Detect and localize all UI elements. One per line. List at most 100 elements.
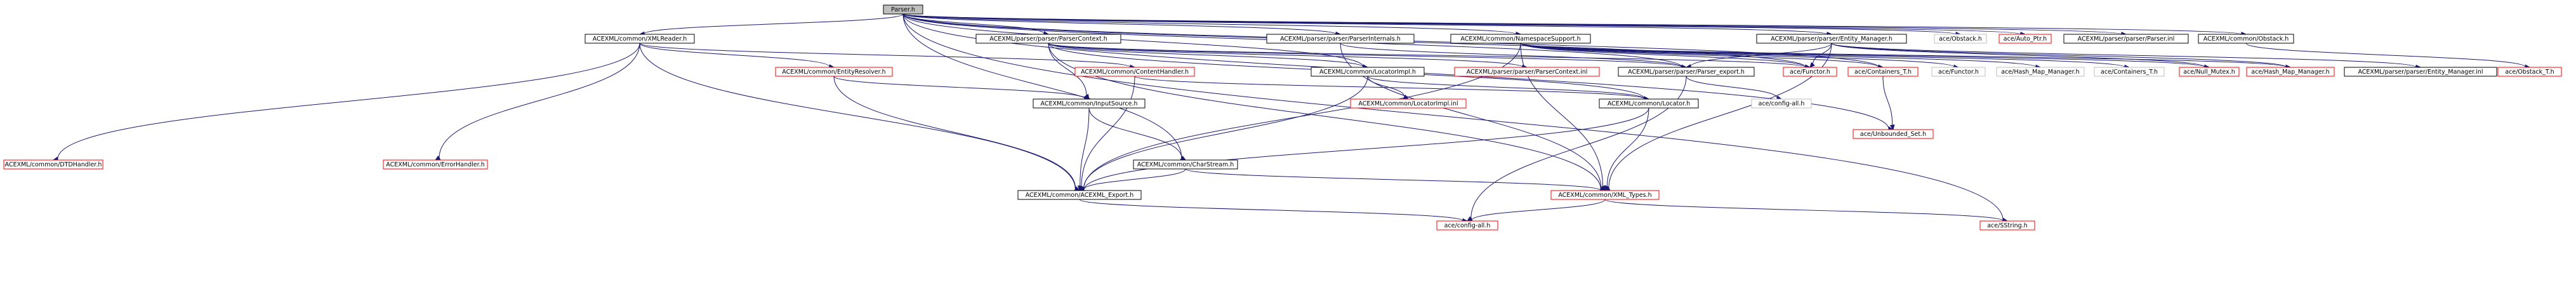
- node-label: ACEXML/common/ACEXML_Export.h: [1026, 192, 1134, 199]
- node-box: [1266, 34, 1415, 44]
- graph-node-locatorimpl-h[interactable]: ACEXML/common/LocatorImpl.h: [1311, 67, 1425, 77]
- graph-node-dtdhandler[interactable]: ACEXML/common/DTDHandler.h: [3, 159, 103, 170]
- node-label: ACEXML/parser/parser/Parser.inl: [2078, 36, 2175, 43]
- edge-layer: [52, 13, 2531, 224]
- graph-node-xmlreader[interactable]: ACEXML/common/XMLReader.h: [585, 34, 695, 44]
- edge-locatorimpl-h-to-acexml-export: [1078, 76, 1368, 191]
- node-box: [3, 159, 103, 170]
- node-label: ACEXML/common/EntityResolver.h: [782, 69, 885, 76]
- node-label: ACEXML/parser/parser/Parser_export.h: [1628, 69, 1745, 76]
- node-label: ace/Hash_Map_Manager.h: [2001, 69, 2079, 76]
- node-box: [1550, 190, 1660, 200]
- node-box: [975, 34, 1121, 44]
- edge-xmlreader-to-errorhandler: [434, 43, 640, 161]
- edge-xmlreader-to-entityresolver: [639, 43, 835, 70]
- graph-node-config-all-ext: ace/config-all.h: [1751, 98, 1812, 109]
- node-label: ace/config-all.h: [1444, 222, 1491, 229]
- node-label: ace/Null_Mutex.h: [2183, 69, 2235, 76]
- node-label: ace/SString.h: [1987, 222, 2028, 229]
- node-box: [1751, 98, 1812, 109]
- graph-node-contenthandler[interactable]: ACEXML/common/ContentHandler.h: [1074, 67, 1195, 77]
- graph-node-autoptr[interactable]: ace/Auto_Ptr.h: [1998, 34, 2052, 44]
- node-label: ACEXML/common/InputSource.h: [1040, 100, 1137, 107]
- graph-node-charstream[interactable]: ACEXML/common/CharStream.h: [1133, 159, 1238, 170]
- edge-entityresolver-to-acexml-export: [833, 76, 1081, 191]
- graph-node-config-all-h[interactable]: ace/config-all.h: [1436, 220, 1498, 231]
- graph-node-locator-h[interactable]: ACEXML/common/Locator.h: [1599, 98, 1699, 109]
- graph-node-unbounded-set[interactable]: ace/Unbounded_Set.h: [1853, 129, 1934, 139]
- graph-node-parsercontext[interactable]: ACEXML/parser/parser/ParserContext.h: [975, 34, 1121, 44]
- node-label: ace/Containers_T.h: [2101, 69, 2158, 76]
- node-box: [2246, 67, 2335, 77]
- edge-locator-h-to-xml-types: [1604, 107, 1649, 192]
- node-label: ACEXML/parser/parser/ParserContext.inl: [1467, 69, 1588, 76]
- node-box: [1996, 67, 2085, 77]
- graph-node-entityresolver[interactable]: ACEXML/common/EntityResolver.h: [775, 67, 893, 77]
- node-box: [1454, 67, 1600, 77]
- graph-node-parsercontext-inl[interactable]: ACEXML/parser/parser/ParserContext.inl: [1454, 67, 1600, 77]
- node-label: ace/Functor.h: [1938, 69, 1979, 76]
- graph-node-containers-ext: ace/Containers_T.h: [2094, 67, 2165, 77]
- graph-node-obstack-t[interactable]: ace/Obstack_T.h: [2497, 67, 2562, 77]
- edge-xmlreader-to-dtdhandler: [52, 43, 640, 162]
- edge-xmlreader-to-acexml-export: [639, 43, 1081, 192]
- node-label: ACEXML/parser/parser/Entity_Manager.h: [1771, 36, 1892, 43]
- graph-node-parser-h[interactable]: Parser.h: [883, 4, 923, 15]
- edge-parsercontext-to-parser-export: [1048, 43, 1688, 70]
- graph-node-hash-map-ext: ace/Hash_Map_Manager.h: [1996, 67, 2085, 77]
- edge-nssupport-to-xml-types: [1520, 43, 1606, 192]
- graph-node-xml-types[interactable]: ACEXML/common/XML_Types.h: [1550, 190, 1660, 200]
- node-box: [2063, 34, 2189, 44]
- node-box: [1017, 190, 1142, 200]
- graph-node-entitymgr-inl[interactable]: ACEXML/parser/parser/Entity_Manager.inl: [2344, 67, 2497, 77]
- node-box: [1618, 67, 1755, 77]
- edge-parsercontext-to-xml-types: [1048, 43, 1606, 192]
- graph-node-containers-t[interactable]: ace/Containers_T.h: [1847, 67, 1919, 77]
- graph-node-parser-export[interactable]: ACEXML/parser/parser/Parser_export.h: [1618, 67, 1755, 77]
- graph-node-parserinternals[interactable]: ACEXML/parser/parser/ParserInternals.h: [1266, 34, 1415, 44]
- node-label: ACEXML/common/XML_Types.h: [1558, 192, 1651, 199]
- node-label: ACEXML/parser/parser/Entity_Manager.inl: [2358, 69, 2483, 76]
- graph-node-nssupport[interactable]: ACEXML/common/NamespaceSupport.h: [1450, 34, 1591, 44]
- node-label: ACEXML/common/XMLReader.h: [593, 36, 687, 43]
- edge-parsercontext-to-inputsource: [1048, 43, 1090, 100]
- node-box: [383, 159, 488, 170]
- graph-node-entitymgr[interactable]: ACEXML/parser/parser/Entity_Manager.h: [1756, 34, 1907, 44]
- graph-node-locatorimpl-inl[interactable]: ACEXML/common/LocatorImpl.inl: [1350, 98, 1467, 109]
- node-label: ACEXML/common/LocatorImpl.inl: [1358, 100, 1458, 107]
- graph-node-errorhandler[interactable]: ACEXML/common/ErrorHandler.h: [383, 159, 488, 170]
- node-label: ACEXML/common/Obstack.h: [2203, 36, 2289, 43]
- graph-node-obstack-h: ace/Obstack.h: [1934, 34, 1987, 44]
- edge-acexml-export-to-config-all-h: [1079, 199, 1469, 224]
- graph-node-parser-inl[interactable]: ACEXML/parser/parser/Parser.inl: [2063, 34, 2189, 44]
- node-label: Parser.h: [891, 6, 915, 13]
- node-label: ACEXML/common/ContentHandler.h: [1081, 69, 1189, 76]
- graph-node-inputsource[interactable]: ACEXML/common/InputSource.h: [1033, 98, 1146, 109]
- graph-node-null-mutex[interactable]: ace/Null_Mutex.h: [2179, 67, 2240, 77]
- edge-acexml-obstack-to-obstack-t: [2245, 43, 2531, 70]
- node-label: ace/Containers_T.h: [1854, 69, 1912, 76]
- graph-node-functor-h[interactable]: ace/Functor.h: [1783, 67, 1837, 77]
- graph-node-hash-map-h[interactable]: ace/Hash_Map_Manager.h: [2246, 67, 2335, 77]
- node-box: [1450, 34, 1591, 44]
- node-box: [1783, 67, 1837, 77]
- edge-charstream-to-xml-types: [1185, 168, 1606, 193]
- node-label: ACEXML/common/Locator.h: [1608, 100, 1690, 107]
- node-box: [2497, 67, 2562, 77]
- node-box: [1847, 67, 1919, 77]
- graph-node-acexml-export[interactable]: ACEXML/common/ACEXML_Export.h: [1017, 190, 1142, 200]
- edge-parser-export-to-config-all-ext: [1686, 76, 1783, 101]
- node-box: [585, 34, 695, 44]
- node-label: ace/Obstack.h: [1939, 36, 1982, 43]
- graph-node-acexml-obstack[interactable]: ACEXML/common/Obstack.h: [2198, 34, 2294, 44]
- graph-node-sstring[interactable]: ace/SString.h: [1979, 220, 2035, 231]
- node-label: ACEXML/parser/parser/ParserContext.h: [989, 36, 1107, 43]
- graph-node-ace-functor-ext: ace/Functor.h: [1931, 67, 1986, 77]
- node-box: [1599, 98, 1699, 109]
- node-box: [1133, 159, 1238, 170]
- node-box: [1756, 34, 1907, 44]
- node-box: [1033, 98, 1146, 109]
- node-box: [1998, 34, 2052, 44]
